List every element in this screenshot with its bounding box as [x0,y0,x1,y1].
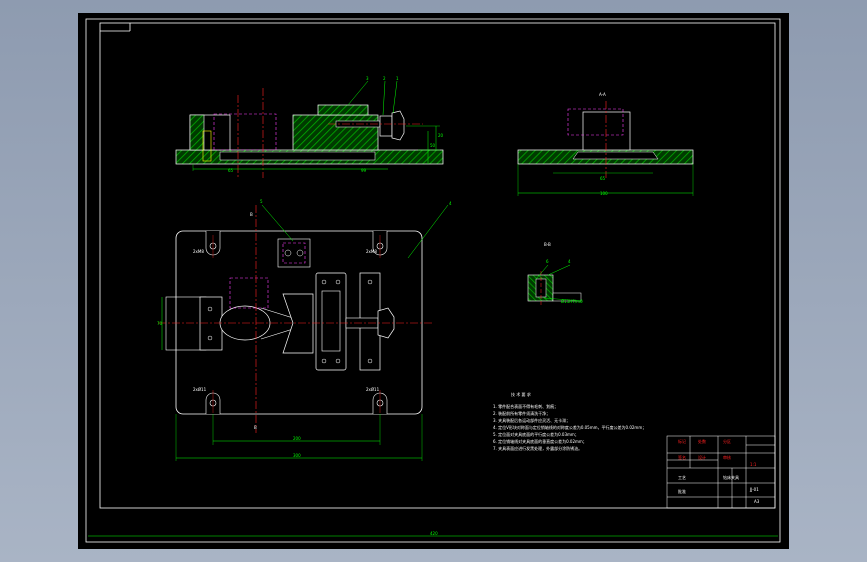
side-section-label: A-A [599,92,606,97]
section-balloon-6: 6 [546,259,549,264]
tb-row-6: 审核 [723,454,731,460]
tb-row-7: 工艺 [678,475,686,480]
tb-row-3: 分区 [723,438,731,444]
front-balloon-1: 3 [366,76,369,81]
front-dim-65: 65 [228,168,234,173]
section-balloon-4: 4 [568,259,571,264]
front-dim-99: 99 [361,168,367,173]
tb-drawing-no: JJ-01 [749,487,759,492]
tb-row-1: 标记 [678,438,686,444]
front-dim-50: 50 [430,143,436,148]
side-dim-100: 100 [600,191,608,196]
plan-view: 5 4 B B 2xM8 2xM8 2xØ11 2xØ11 70 200 300 [157,199,452,461]
tb-row-5: 设计 [698,454,706,460]
notes-item-4: 4. 定位V形块对称面与定位销轴线的对称度公差为0.05mm，平行度公差为0.0… [493,424,646,430]
plan-dim-70: 70 [157,321,163,326]
tb-sheet: A3 [754,499,760,504]
side-dim-65: 65 [600,176,606,181]
plan-balloon-5: 5 [260,199,263,204]
notes-item-1: 1. 零件配合表面不得有毛刺、划痕； [493,403,558,409]
plan-dim-300: 300 [293,453,301,458]
plan-section-mark-bottom: B [254,425,257,430]
bottom-dim-label: 420 [430,531,438,536]
drawing-frame [85,18,781,543]
technical-notes: 技 术 要 求 1. 零件配合表面不得有毛刺、划痕； 2. 装配前所有零件须清洗… [493,391,646,451]
notes-title: 技 术 要 求 [511,391,531,397]
title-block [666,435,776,509]
front-balloon-2: 2 [383,76,386,81]
plan-dim-200: 200 [293,436,301,441]
tb-design-name: 钻床夹具 [723,474,739,480]
tb-row-8: 批准 [678,488,686,494]
front-dim-20: 20 [438,133,444,138]
section-bb: B-B 6 4 Ø11H7/m6 [527,242,583,305]
section-title: B-B [544,242,551,247]
notes-item-7: 7. 夹具表面应进行发黑处理，外露部分涂防锈油。 [493,445,582,451]
tb-row-2: 处数 [698,438,706,444]
plan-balloon-4: 4 [449,201,452,206]
tb-scale: 1:1 [750,462,757,467]
notes-item-3: 3. 夹具装配后各运动部件应灵活、无卡滞； [493,417,570,423]
plan-hole-label-tl: 2xM8 [193,249,204,254]
plan-hole-label-br: 2xØ11 [366,387,380,392]
plan-hole-label-tr: 2xM8 [366,249,377,254]
front-balloon-3: 1 [396,76,399,81]
drawing-viewport[interactable]: 420 3 2 1 20 50 65 99 [78,13,789,549]
section-fit-note: Ø11H7/m6 [561,299,583,304]
plan-hole-label-bl: 2xØ11 [193,387,207,392]
tb-row-4: 签名 [678,454,686,460]
front-view: 3 2 1 20 50 65 99 [175,76,444,178]
plan-section-mark-top: B [250,212,253,217]
notes-item-2: 2. 装配前所有零件须清洗干净； [493,410,550,416]
bottom-dimension: 420 [88,531,778,537]
side-view: A-A 65 100 [517,92,694,196]
notes-item-6: 6. 定位销轴线对夹具底面的垂直度公差为0.02mm； [493,438,587,444]
title-block-text: 标记 处数 分区 签名 设计 审核 工艺 批准 钻床夹具 JJ-01 1:1 A… [678,438,760,504]
notes-item-5: 5. 定位面对夹具底面的平行度公差为0.03mm； [493,431,579,437]
